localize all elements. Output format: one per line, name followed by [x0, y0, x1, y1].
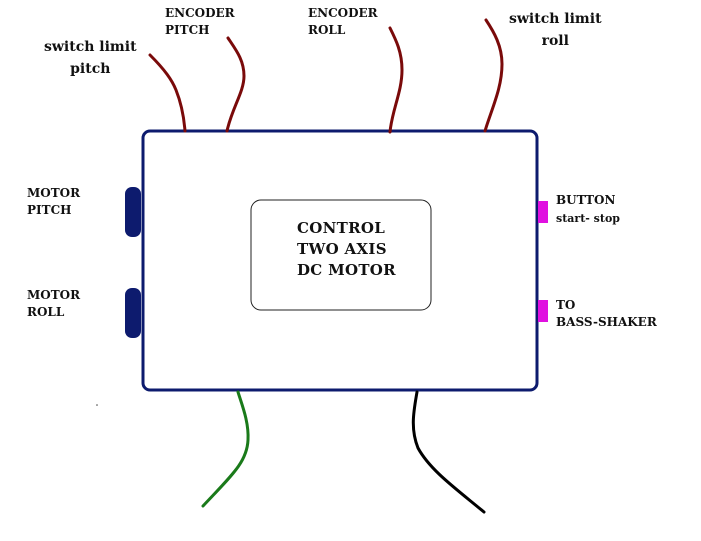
label-switch-limit-roll: switch limit roll [509, 11, 602, 49]
label-motor-roll: MOTOR ROLL [27, 288, 81, 319]
label-motor-pitch: MOTOR PITCH [27, 186, 81, 217]
wire-switch-limit-roll [483, 18, 504, 133]
label-encoder-roll: ENCODER ROLL [308, 6, 378, 37]
wire-switch-limit-pitch [148, 53, 187, 133]
label-to-bass-shaker: TO BASS-SHAKER [556, 298, 657, 329]
wire-bottom-black [411, 390, 486, 514]
stray-dot [96, 404, 98, 406]
wire-encoder-pitch [225, 36, 246, 133]
motor-roll-connector [125, 288, 141, 338]
wire-bottom-green [201, 390, 250, 508]
control-label-box [250, 199, 432, 311]
bass-shaker-port [538, 300, 548, 322]
label-button-start-stop: start- stop [556, 212, 620, 225]
control-box-label: CONTROL TWO AXIS DC MOTOR [297, 219, 396, 279]
label-switch-limit-pitch: switch limit pitch [44, 39, 137, 77]
label-encoder-pitch: ENCODER PITCH [165, 6, 235, 37]
motor-pitch-connector [125, 187, 141, 237]
button-port [538, 201, 548, 223]
label-button: BUTTON [556, 193, 616, 207]
wire-encoder-roll [388, 26, 404, 134]
